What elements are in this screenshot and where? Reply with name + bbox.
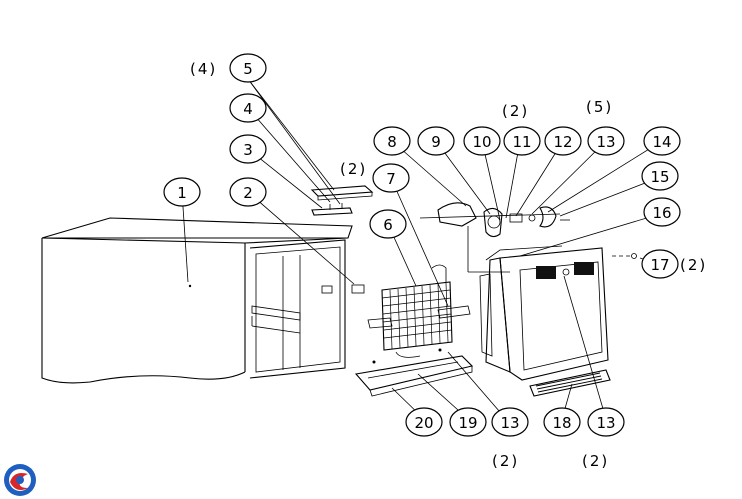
svg-text:7: 7 [386,170,396,188]
company-logo-icon [4,464,36,496]
rear-cover-panel [479,245,637,397]
callout-13-bottom-left: 13 [491,407,529,437]
svg-text:13: 13 [596,133,615,151]
cabinet-drawing [41,217,365,384]
evaporator-coil [367,264,471,358]
qty-label-part-13: (5) [586,98,613,116]
svg-text:2: 2 [243,184,253,202]
svg-text:11: 11 [512,133,531,151]
top-bracket-parts [310,185,374,216]
fan-motor-assembly [419,202,570,273]
qty-label-part-7: (2) [340,160,367,178]
callout-13-bottom-right: 13 [587,407,625,437]
qty-label-part-11: (2) [502,102,529,120]
callout-11: 11 [503,126,541,156]
svg-text:3: 3 [243,141,253,159]
callout-9: 9 [417,126,455,156]
svg-text:19: 19 [458,414,477,432]
svg-text:13: 13 [596,414,615,432]
svg-text:15: 15 [650,168,669,186]
svg-text:20: 20 [414,414,433,432]
callout-4: 4 [229,93,267,123]
qty-label-part-13-bottom: (2) [492,452,519,470]
svg-text:1: 1 [177,184,187,202]
callout-14: 14 [643,126,681,156]
callout-19: 19 [449,407,487,437]
callout-17: 17 [641,249,679,279]
svg-text:17: 17 [650,256,669,274]
qty-label-part-17: (2) [680,256,707,274]
svg-text:14: 14 [652,133,671,151]
callout-18: 18 [543,407,581,437]
callout-10: 10 [463,126,501,156]
svg-text:18: 18 [552,414,571,432]
svg-text:16: 16 [652,204,671,222]
drip-tray [354,348,474,397]
callout-20: 20 [405,407,443,437]
qty-label-part-5: (4) [190,60,217,78]
svg-text:9: 9 [431,133,441,151]
svg-text:13: 13 [500,414,519,432]
callout-7: 7 [372,163,410,193]
svg-text:6: 6 [383,216,393,234]
quantity-labels: (4) (2) (2) (5) (2) (2) (2) [190,60,707,470]
qty-label-part-18: (2) [582,452,609,470]
svg-text:5: 5 [243,60,253,78]
callout-15: 15 [641,161,679,191]
callout-2: 2 [229,177,267,207]
callout-13-top: 13 [587,126,625,156]
callout-5: 5 [229,53,267,83]
callout-16: 16 [643,197,681,227]
svg-text:12: 12 [553,133,572,151]
callout-3: 3 [229,134,267,164]
callout-1: 1 [163,177,201,207]
svg-text:8: 8 [387,133,397,151]
callout-6: 6 [369,209,407,239]
callout-12: 12 [544,126,582,156]
svg-text:10: 10 [472,133,491,151]
callouts: 1 2 3 4 5 6 7 8 9 10 11 12 13 14 15 16 1… [163,53,681,437]
svg-text:4: 4 [243,100,253,118]
callout-8: 8 [373,126,411,156]
